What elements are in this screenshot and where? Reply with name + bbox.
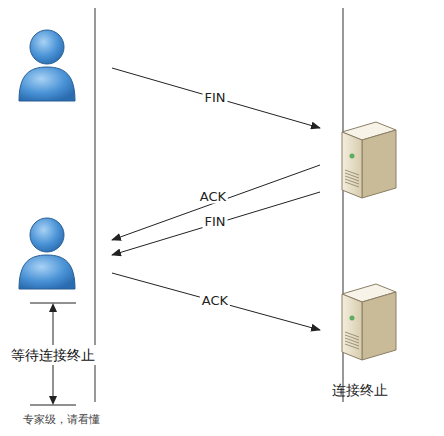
client-timeline <box>95 8 96 402</box>
bracket-head <box>49 303 57 312</box>
message-arrow <box>112 273 320 330</box>
message-label: FIN <box>202 214 227 229</box>
message-label: FIN <box>202 90 227 105</box>
server-node <box>320 120 410 200</box>
message-arrow <box>112 165 320 240</box>
person-icon <box>15 25 79 103</box>
server-icon <box>336 282 400 362</box>
message-label: ACK <box>200 293 230 308</box>
watermark-note: 专家级，请看懂 <box>6 412 116 427</box>
client-node <box>15 213 112 290</box>
message-arrow <box>112 68 320 128</box>
server-node: 连接终止 <box>320 282 416 402</box>
client-node <box>15 25 112 105</box>
server-icon <box>336 120 400 200</box>
bracket-head <box>49 396 57 405</box>
person-icon <box>15 213 79 291</box>
message-label: ACK <box>198 189 228 204</box>
node-caption: 连接终止 <box>332 382 388 400</box>
bracket-label: 等待连接终止 <box>3 345 103 365</box>
